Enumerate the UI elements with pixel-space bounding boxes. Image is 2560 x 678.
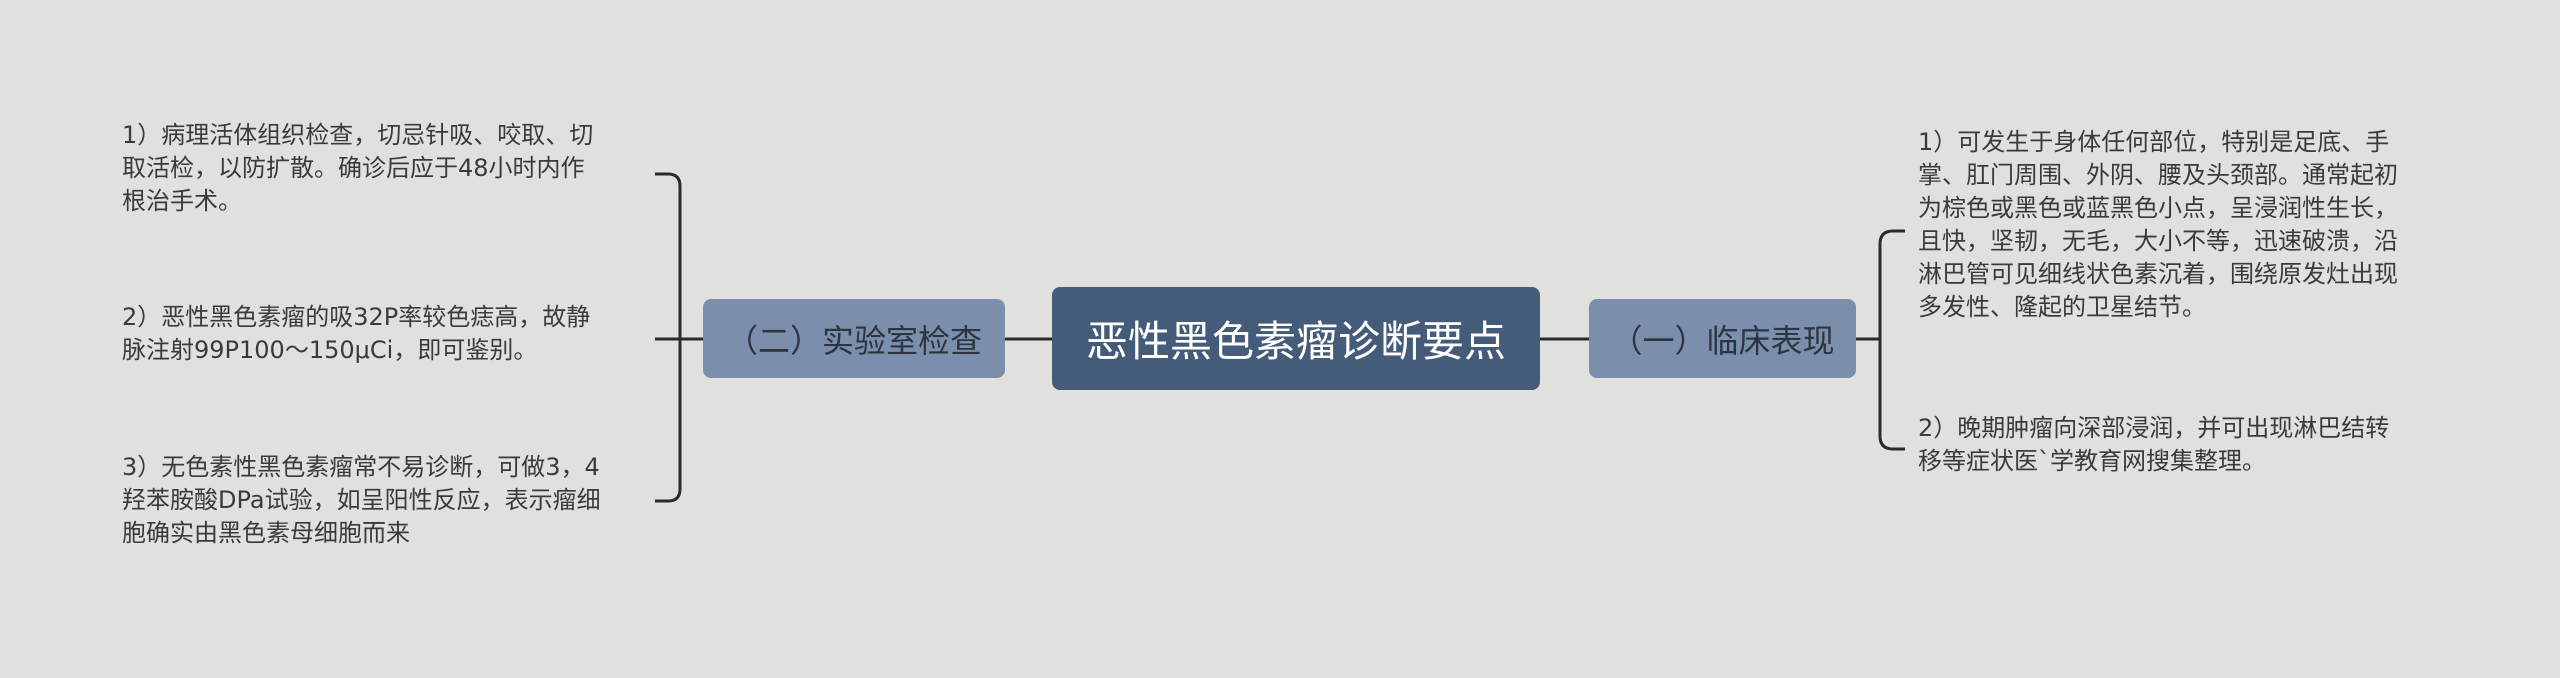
right-bracket [1878, 229, 1905, 451]
branch-lab-tests[interactable]: （二）实验室检查 [703, 299, 1005, 378]
branch-clinical-signs[interactable]: （一）临床表现 [1589, 299, 1856, 378]
clinical-item-1: 1）可发生于身体任何部位，特别是足底、手 掌、肛门周围、外阴、腰及头颈部。通常起… [1918, 128, 2398, 321]
clinical-item-2: 2）晚期肿瘤向深部浸润，并可出现淋巴结转 移等症状医`学教育网搜集整理。 [1918, 414, 2390, 475]
lab-test-item-3: 3）无色素性黑色素瘤常不易诊断，可做3，4 羟苯胺酸DPa试验，如呈阳性反应，表… [122, 453, 601, 547]
lab-test-item-2: 2）恶性黑色素瘤的吸32P率较色痣高，故静 脉注射99P100～150μCi，即… [122, 303, 591, 364]
branch-lab-tests-label: （二）实验室检查 [725, 321, 982, 360]
root-node[interactable]: 恶性黑色素瘤诊断要点 [1052, 287, 1540, 390]
root-title: 恶性黑色素瘤诊断要点 [1085, 317, 1506, 366]
lab-test-item-1: 1）病理活体组织检查，切忌针吸、咬取、切 取活检，以防扩散。确诊后应于48小时内… [122, 121, 594, 215]
branch-clinical-signs-label: （一）临床表现 [1610, 321, 1835, 360]
